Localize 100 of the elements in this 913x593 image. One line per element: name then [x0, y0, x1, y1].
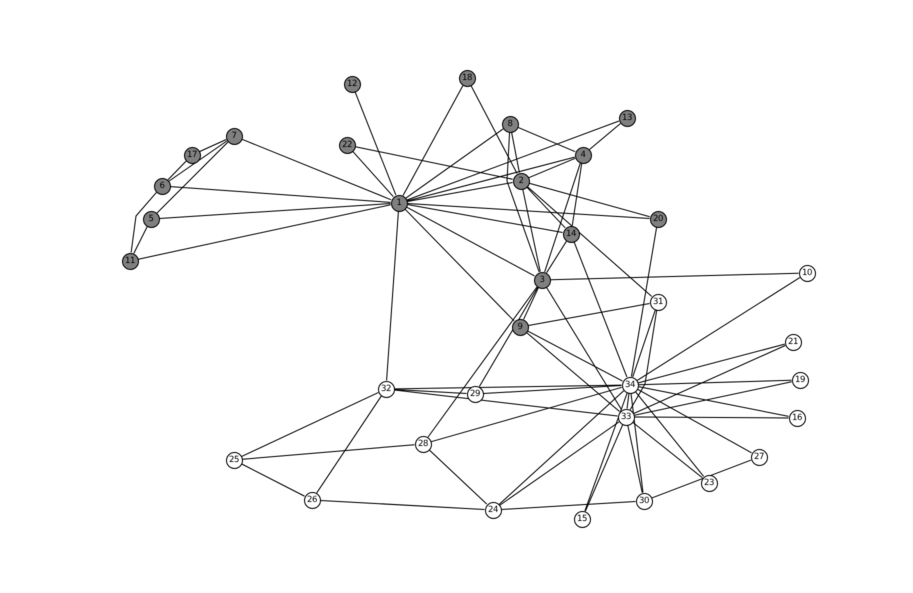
- edge-line: [241, 463, 305, 497]
- edge-line: [584, 424, 624, 512]
- edge-line: [242, 444, 416, 460]
- graph-node: 6: [154, 178, 170, 194]
- graph-node: 33: [618, 408, 634, 426]
- edge-line: [406, 156, 576, 202]
- graph-node: 8: [502, 116, 518, 132]
- edge-line: [470, 85, 518, 174]
- graph-node: 21: [784, 334, 802, 350]
- graph-node: 13: [618, 110, 636, 126]
- graph-node: 2: [512, 172, 530, 190]
- edge-line: [170, 186, 392, 203]
- graph-node: 14: [562, 226, 580, 242]
- graph-node: 32: [378, 380, 394, 398]
- edge-line: [199, 139, 227, 152]
- edge-line: [394, 384, 622, 390]
- edge-line: [404, 208, 515, 322]
- edge-line: [500, 501, 636, 510]
- edge-line: [572, 162, 582, 226]
- edge-line: [428, 286, 538, 438]
- edge-line: [630, 310, 658, 410]
- edge-line: [634, 391, 704, 477]
- edge-line: [574, 241, 628, 378]
- edge-line: [523, 287, 539, 320]
- graph-node: 4: [574, 146, 592, 164]
- edge-line: [630, 226, 658, 378]
- edge-line: [630, 392, 644, 494]
- edge-line: [528, 303, 650, 326]
- edge-line: [546, 286, 622, 410]
- edge-line: [506, 132, 540, 272]
- edge-line: [428, 449, 488, 505]
- edge-line: [354, 91, 396, 196]
- edge-line: [632, 310, 656, 378]
- edge-line: [320, 500, 486, 510]
- graph-node: 10: [798, 264, 816, 282]
- edge-line: [168, 140, 228, 182]
- edge-line: [406, 120, 620, 201]
- edge-line: [386, 210, 399, 382]
- edge-line: [638, 386, 790, 417]
- edge-line: [544, 162, 581, 272]
- edge-line: [167, 160, 187, 180]
- edge-line: [394, 389, 618, 417]
- graph-node: 19: [792, 372, 808, 388]
- edge-line: [430, 386, 622, 442]
- edge-line: [241, 138, 392, 200]
- graph-node: 20: [650, 210, 666, 228]
- edge-line: [633, 344, 786, 414]
- graph-node: 9: [512, 318, 528, 336]
- edge-line: [638, 344, 786, 384]
- edge-line: [528, 182, 650, 218]
- graph-node: 27: [750, 448, 768, 466]
- edge-line: [528, 158, 576, 178]
- edge-line: [636, 277, 800, 381]
- edge-line: [406, 182, 514, 202]
- edge-line: [406, 203, 650, 219]
- edge-line: [499, 421, 620, 506]
- edge-line: [636, 388, 752, 454]
- graph-node: 12: [344, 76, 360, 92]
- edge-line: [527, 330, 623, 382]
- edge-line: [584, 392, 628, 512]
- edge-line: [651, 460, 752, 498]
- edge-line: [498, 390, 624, 505]
- graph-node: 5: [142, 210, 160, 228]
- edge-line: [522, 188, 541, 272]
- graph-node: 7: [226, 128, 242, 144]
- graph-node: 16: [788, 410, 806, 426]
- edge-line: [482, 385, 622, 394]
- edge-line: [405, 128, 504, 199]
- graph-node: 30: [636, 492, 652, 510]
- graph-node: 15: [574, 510, 590, 528]
- edge-line: [130, 192, 157, 254]
- edge-line: [352, 150, 394, 198]
- edge-line: [634, 381, 792, 416]
- edge-line: [550, 272, 799, 280]
- edge-line: [316, 396, 382, 494]
- graph-node: 17: [184, 146, 200, 164]
- edge-line: [526, 332, 620, 412]
- graph-node: 28: [414, 436, 432, 452]
- edge-line: [634, 416, 789, 418]
- graph-node: 23: [700, 474, 718, 492]
- edge-line: [406, 204, 564, 233]
- edge-line: [632, 422, 703, 478]
- graph-node: 29: [466, 386, 484, 402]
- edge-line: [526, 186, 652, 297]
- graph-node: 31: [650, 294, 666, 310]
- edge-line: [406, 206, 536, 276]
- edge-line: [478, 286, 538, 388]
- graph-node: 11: [122, 252, 138, 270]
- edge-line: [402, 84, 464, 196]
- edge-line: [354, 146, 514, 180]
- graph-node: 3: [534, 272, 550, 288]
- edge-line: [511, 132, 520, 174]
- edge-line: [589, 122, 621, 150]
- edge-line: [133, 226, 148, 254]
- graph-node: 26: [304, 492, 320, 508]
- edge-line: [241, 392, 379, 457]
- edge-line: [546, 240, 567, 274]
- edge-line: [627, 424, 643, 494]
- graph-node: 25: [226, 452, 242, 468]
- edge-line: [517, 126, 576, 152]
